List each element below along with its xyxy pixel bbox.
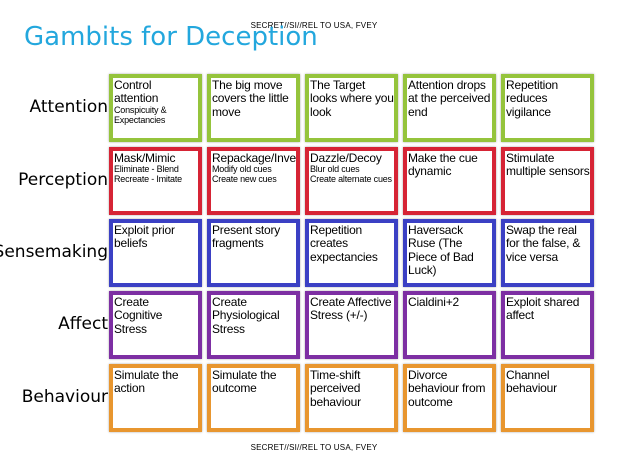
- page-title: Gambits for Deception: [24, 22, 318, 52]
- gambit-title: Cialdini+2: [408, 295, 460, 309]
- gambit-card: Simulate the outcome: [207, 364, 300, 432]
- gambit-title: Simulate the action: [114, 368, 179, 396]
- row-label-behaviour: Behaviour: [21, 387, 108, 407]
- gambit-title: Swap the real for the false, & vice vers…: [506, 223, 581, 264]
- gambit-title: Attention drops at the perceived end: [408, 78, 491, 119]
- row-label-attention: Attention: [29, 97, 108, 117]
- gambit-detail: Create alternate cues: [310, 174, 392, 185]
- gambit-title: Create Cognitive Stress: [114, 295, 163, 336]
- gambit-card: Create Physiological Stress: [207, 291, 300, 359]
- gambit-title: Control attention: [114, 78, 159, 106]
- gambit-card: Exploit shared affect: [501, 291, 594, 359]
- gambit-detail: Conspicuity &: [114, 104, 167, 115]
- gambit-card: Create Cognitive Stress: [109, 291, 202, 359]
- gambit-title: Channel behaviour: [506, 368, 557, 396]
- gambit-title: The Target looks where you look: [310, 78, 394, 119]
- gambit-card: Time-shift perceived behaviour: [305, 364, 398, 432]
- gambit-detail: Modify old cues: [212, 164, 272, 175]
- gambit-card: Attention drops at the perceived end: [403, 74, 496, 142]
- gambit-card: Make the cue dynamic: [403, 147, 496, 215]
- row-label-perception: Perception: [18, 170, 108, 190]
- gambit-title: Haversack Ruse (The Piece of Bad Luck): [408, 223, 474, 278]
- gambit-title: Time-shift perceived behaviour: [310, 368, 361, 409]
- gambit-title: Repetition creates expectancies: [310, 223, 378, 264]
- gambit-card: Present story fragments: [207, 219, 300, 287]
- gambit-card: Channel behaviour: [501, 364, 594, 432]
- gambit-card: Stimulate multiple sensors: [501, 147, 594, 215]
- gambit-title: Dazzle/Decoy: [310, 151, 382, 165]
- row-label-affect: Affect: [58, 314, 108, 334]
- gambit-title: Present story fragments: [212, 223, 281, 251]
- gambit-title: Stimulate multiple sensors: [506, 151, 590, 179]
- classification-footer: SECRET//SI//REL TO USA, FVEY: [250, 443, 378, 452]
- gambit-title: Make the cue dynamic: [408, 151, 478, 179]
- gambit-detail: Expectancies: [114, 114, 166, 125]
- gambit-title: Repackage/Invent: [212, 151, 300, 165]
- gambit-card: Repetition creates expectancies: [305, 219, 398, 287]
- gambit-card: Swap the real for the false, & vice vers…: [501, 219, 594, 287]
- gambit-title: Divorce behaviour from outcome: [408, 368, 486, 409]
- gambit-title: The big move covers the little move: [212, 78, 289, 119]
- gambit-title: Simulate the outcome: [212, 368, 277, 396]
- gambit-title: Create Physiological Stress: [212, 295, 280, 336]
- gambit-detail: Blur old cues: [310, 164, 360, 175]
- gambit-card: The big move covers the little move: [207, 74, 300, 142]
- gambit-title: Exploit prior beliefs: [114, 223, 175, 251]
- gambit-card: Simulate the action: [109, 364, 202, 432]
- gambit-detail: Create new cues: [212, 174, 277, 185]
- gambit-card: Haversack Ruse (The Piece of Bad Luck): [403, 219, 496, 287]
- gambit-card: Divorce behaviour from outcome: [403, 364, 496, 432]
- gambit-detail: Recreate - Imitate: [114, 174, 182, 185]
- gambit-card: Exploit prior beliefs: [109, 219, 202, 287]
- gambit-card: Repetition reduces vigilance: [501, 74, 594, 142]
- gambit-detail: Eliminate - Blend: [114, 164, 179, 175]
- gambit-card: Create Affective Stress (+/-): [305, 291, 398, 359]
- gambit-card: The Target looks where you look: [305, 74, 398, 142]
- gambit-title: Exploit shared affect: [506, 295, 580, 323]
- gambit-title: Mask/Mimic: [114, 151, 176, 165]
- classification-header: SECRET//SI//REL TO USA, FVEY: [250, 21, 378, 30]
- gambit-title: Create Affective Stress (+/-): [310, 295, 392, 323]
- row-label-sensemaking: Sensemaking: [0, 242, 108, 262]
- gambit-title: Repetition reduces vigilance: [506, 78, 559, 119]
- gambit-card: Cialdini+2: [403, 291, 496, 359]
